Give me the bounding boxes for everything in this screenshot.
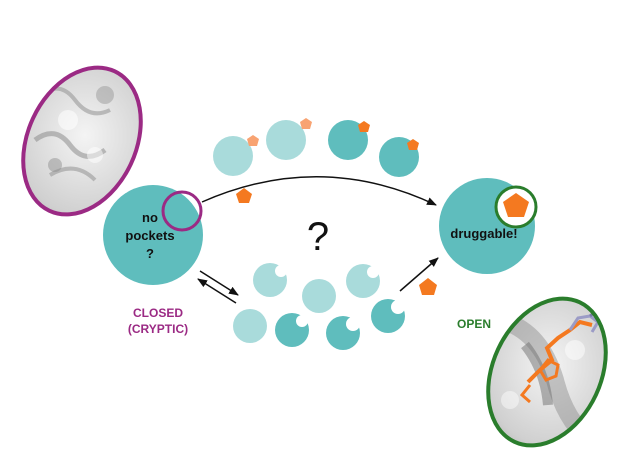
ensemble-to-open-arrow	[399, 257, 439, 292]
closed-state-protein: no pockets ?	[103, 185, 203, 285]
center-question-mark: ?	[307, 215, 329, 259]
top-arrow	[201, 176, 437, 206]
open-protein-surface-with-ligand-icon	[470, 280, 629, 465]
closed-circle-line-1: no	[142, 210, 158, 225]
equilibrium-arrows	[197, 270, 239, 304]
closed-circle-line-2: pockets	[125, 228, 174, 243]
bound-ligand-icon	[503, 193, 529, 217]
conformational-ensemble	[233, 263, 405, 350]
free-ligand-icon	[236, 188, 252, 203]
pale-pentagon-ligand-icon	[300, 118, 312, 129]
pentagon-ligand-icon	[407, 139, 419, 150]
pale-pentagon-ligand-icon	[247, 135, 259, 146]
free-ligand-bottom-icon	[419, 278, 437, 295]
open-label: OPEN	[457, 317, 491, 331]
closed-label: CLOSED	[133, 306, 183, 320]
cryptic-label: (CRYPTIC)	[128, 322, 188, 336]
open-circle-text: druggable!	[450, 226, 517, 241]
top-binding-pathway	[213, 118, 419, 203]
closed-circle-line-3: ?	[146, 246, 154, 261]
open-state-protein: druggable!	[439, 178, 538, 274]
pentagon-ligand-icon	[358, 121, 370, 132]
